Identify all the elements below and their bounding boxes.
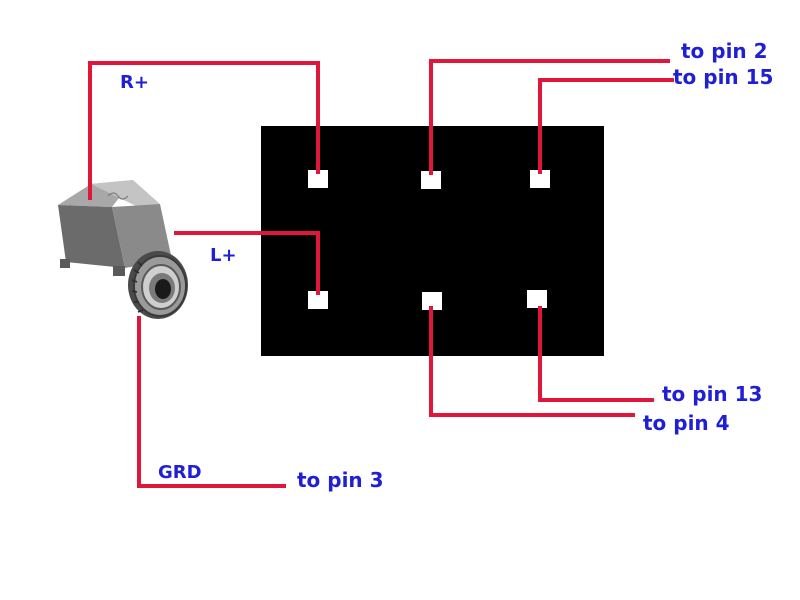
pin-pad-bottom-middle	[422, 292, 442, 310]
audio-jack-icon	[58, 180, 188, 319]
label-to-pin-3: to pin 3	[297, 468, 384, 492]
pin-pad-top-middle	[421, 171, 441, 189]
pin-pad-bottom-right	[527, 290, 547, 308]
wire-l-plus	[174, 231, 320, 295]
pin-pad-top-right	[530, 170, 550, 188]
pin-pad-top-left	[308, 170, 328, 188]
label-to-pin-4: to pin 4	[643, 411, 730, 435]
wire-to-pin-2	[429, 59, 670, 175]
wire-grd	[137, 316, 286, 488]
label-l-plus: L+	[210, 245, 237, 266]
pin-pad-bottom-left	[308, 291, 328, 309]
label-grd: GRD	[158, 462, 202, 483]
label-r-plus: R+	[120, 72, 149, 93]
wire-to-pin-4	[429, 306, 635, 417]
label-to-pin-13: to pin 13	[662, 382, 762, 406]
label-to-pin-15: to pin 15	[673, 65, 773, 89]
wire-r-plus	[88, 61, 320, 200]
wire-to-pin-15	[538, 78, 674, 174]
label-to-pin-2: to pin 2	[681, 39, 768, 63]
wire-to-pin-13	[538, 306, 654, 402]
